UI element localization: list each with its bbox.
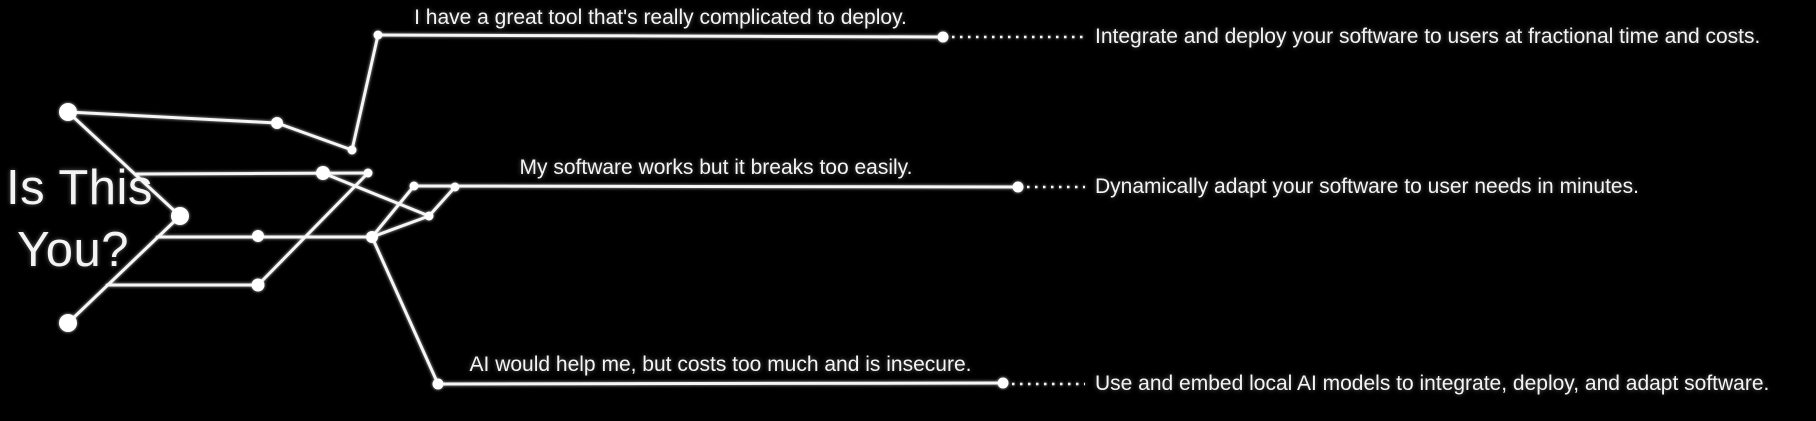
solution-2-label: Dynamically adapt your software to user … xyxy=(1095,175,1639,198)
node-problem-1-end xyxy=(937,31,949,43)
problem-3-line xyxy=(436,381,1005,386)
edge-b-c xyxy=(275,121,354,152)
edge-tee-d-e xyxy=(135,171,370,176)
node-problem-3-end xyxy=(997,377,1009,389)
edge-j-f xyxy=(370,184,416,239)
solution-1-label: Integrate and deploy your software to us… xyxy=(1095,25,1761,48)
problem-1-label: I have a great tool that's really compli… xyxy=(414,6,907,29)
node-g xyxy=(424,211,434,221)
edge-chevron-bottom xyxy=(66,214,182,325)
edge-e-k xyxy=(256,171,370,287)
edge-g-f2 xyxy=(427,185,457,218)
edge-c-m xyxy=(350,33,380,152)
node-problem-3-start xyxy=(432,378,444,390)
dotted-connectors xyxy=(952,35,1085,386)
edge-j-g xyxy=(370,214,431,239)
network-nodes xyxy=(59,30,1024,390)
node-problem-2-end xyxy=(1012,181,1024,193)
node-c xyxy=(347,145,357,155)
problem-2-label: My software works but it breaks too easi… xyxy=(519,156,913,179)
network-edges xyxy=(66,33,1020,386)
node-i xyxy=(252,230,264,242)
edge-chevron-top xyxy=(66,110,182,218)
node-j xyxy=(366,231,378,243)
node-e xyxy=(363,168,373,178)
node-f2 xyxy=(450,182,460,192)
problem-2-line xyxy=(412,184,1020,189)
solution-3-label: Use and embed local AI models to integra… xyxy=(1095,372,1770,395)
edge-d-g xyxy=(321,171,431,218)
node-top-left xyxy=(59,103,77,121)
node-chevron-vertex xyxy=(171,207,189,225)
node-k xyxy=(251,278,265,292)
edge-a-b xyxy=(66,110,279,125)
page-title: Is This You? xyxy=(6,157,153,281)
node-d xyxy=(316,166,330,180)
node-problem-2-start xyxy=(409,181,419,191)
node-b xyxy=(271,117,283,129)
page-title-line-2: You? xyxy=(17,223,129,277)
page-title-line-1: Is This xyxy=(6,161,153,215)
node-problem-1-start xyxy=(373,30,383,40)
problem-3-label: AI would help me, but costs too much and… xyxy=(469,353,972,376)
problem-1-line xyxy=(376,33,945,39)
edge-j-p xyxy=(370,235,440,386)
node-bottom-left xyxy=(59,314,77,332)
